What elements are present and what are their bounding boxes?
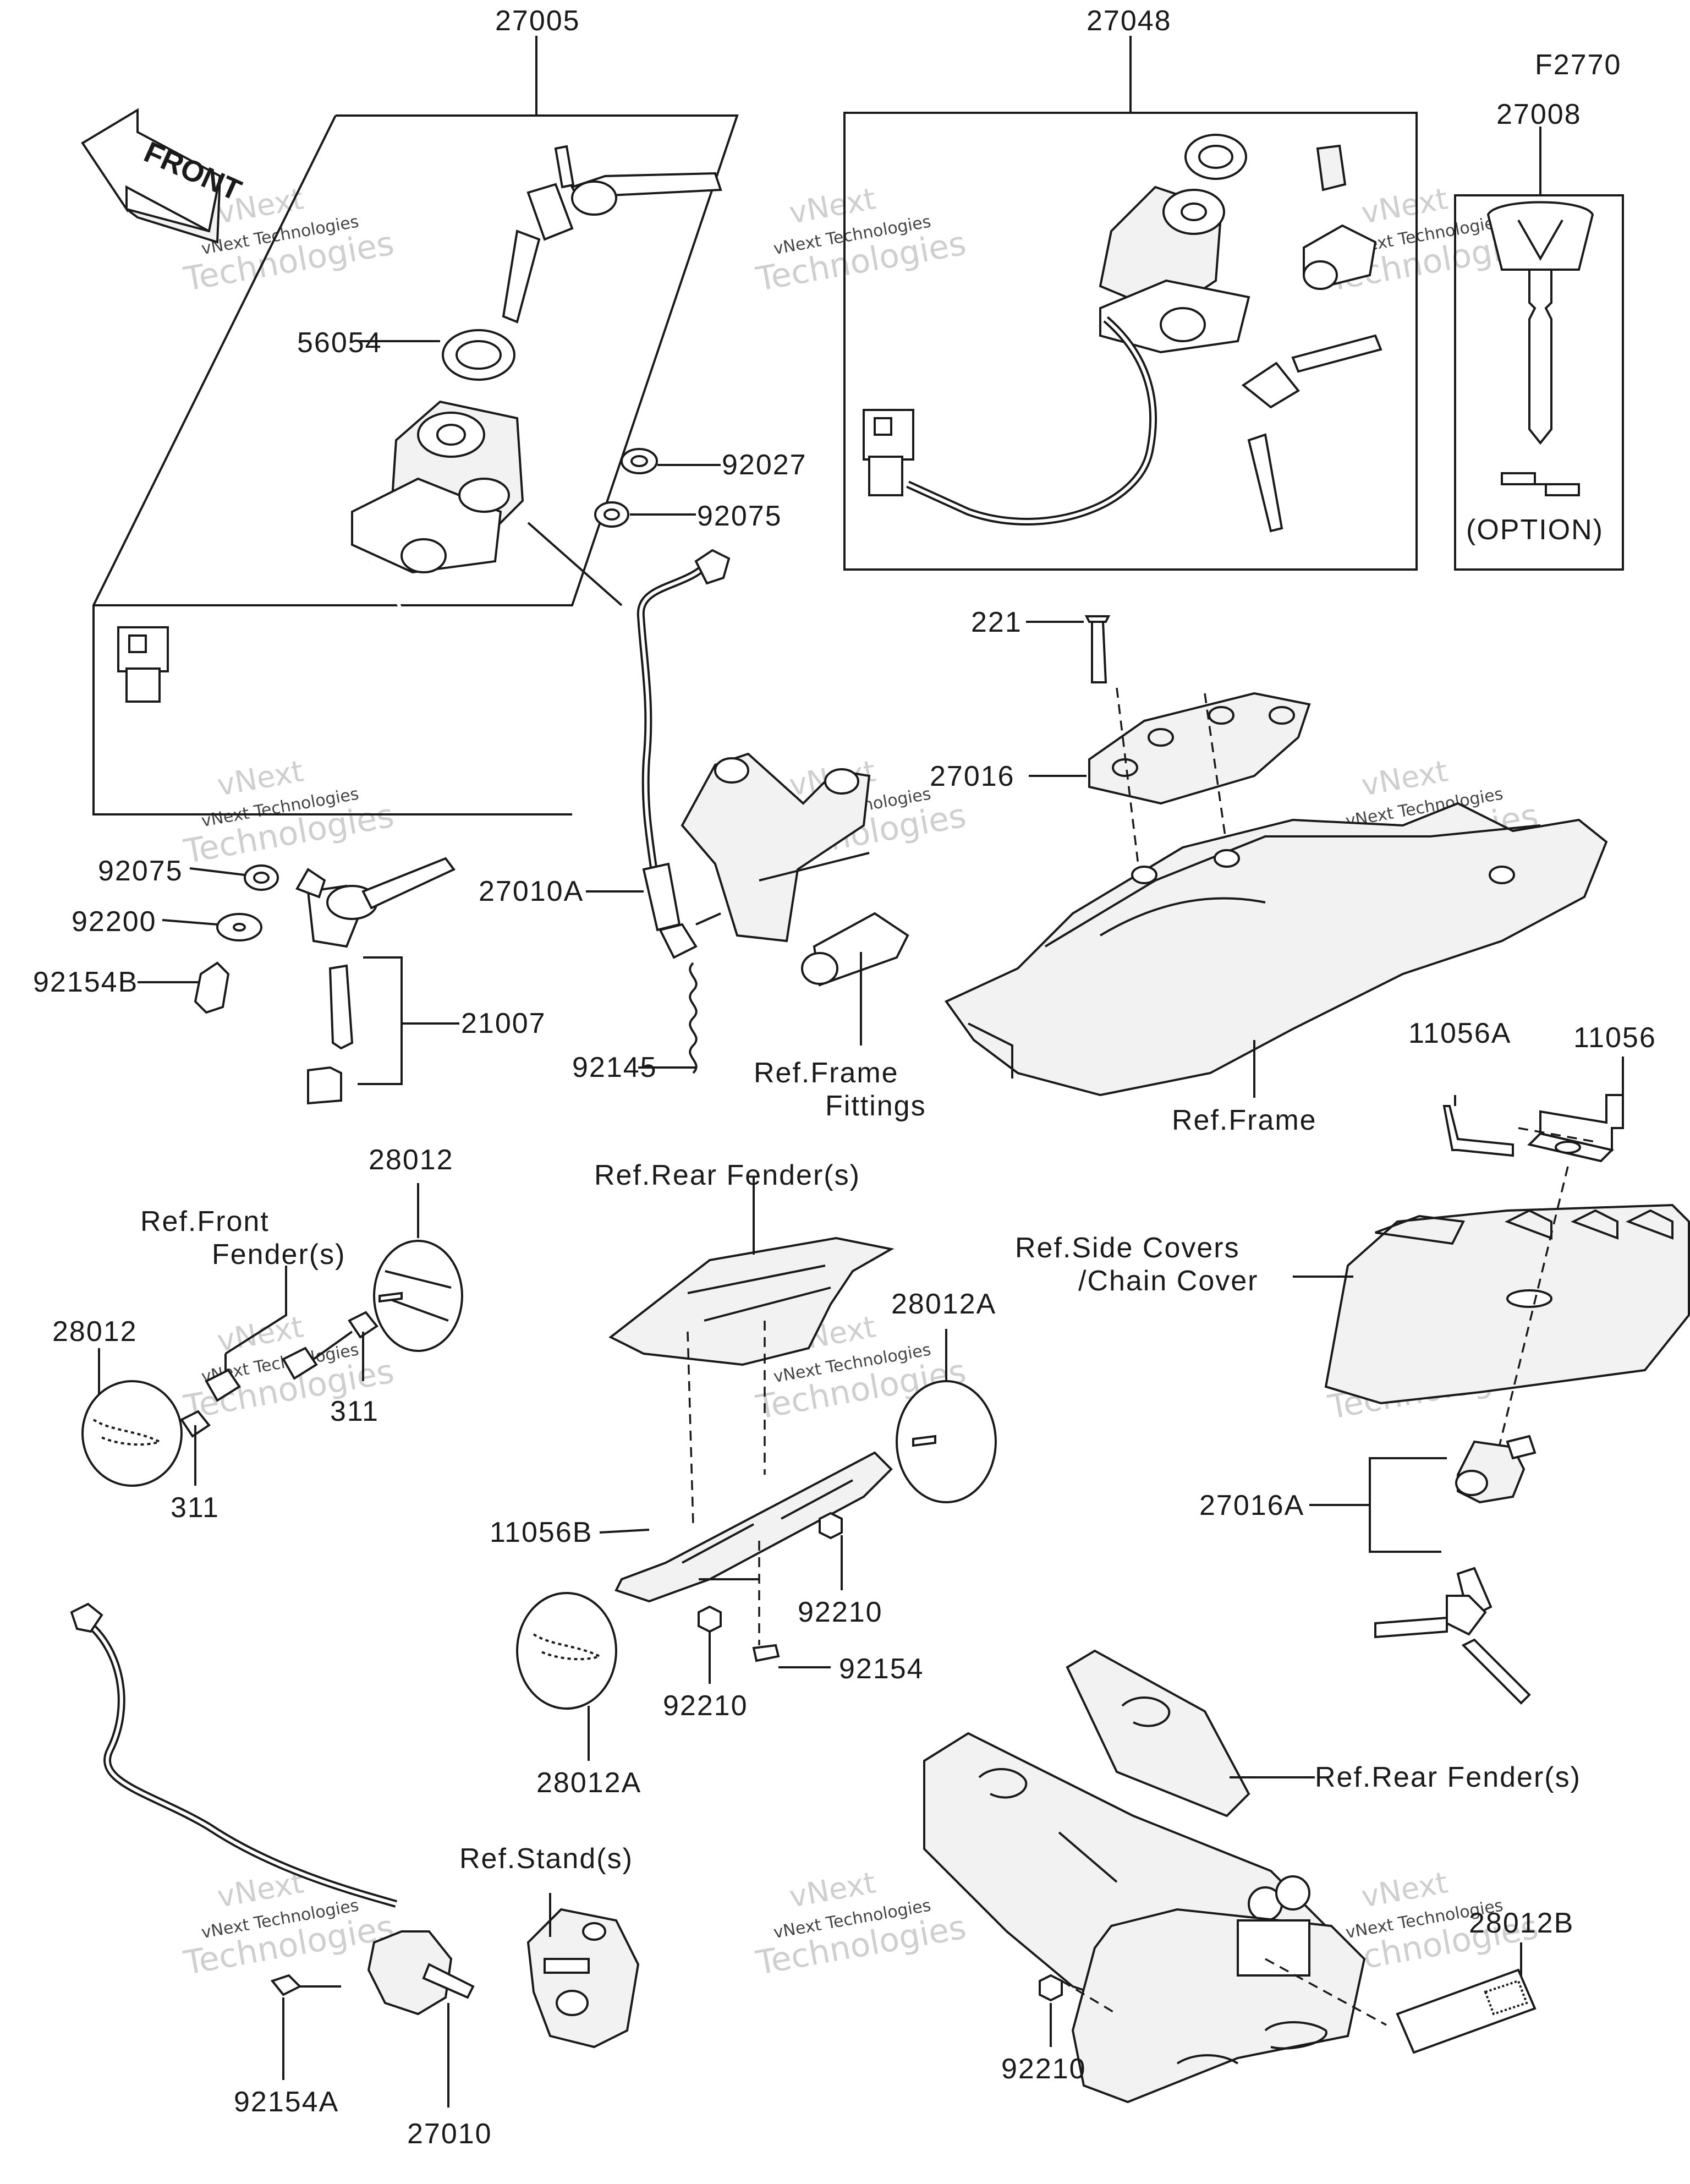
label-92154A: 92154A [234,2086,339,2118]
label-ref-stand: Ref.Stand(s) [459,1843,633,1875]
nut-92210-a [819,1512,843,1590]
washer-92075-top [594,501,696,528]
label-28012A-bottom: 28012A [536,1767,641,1799]
label-ref-side-covers-1: Ref.Side Covers [1015,1232,1240,1264]
lock-27016A [1309,1435,1537,1705]
rear-fender-bottom [923,1649,1387,2104]
label-28012-top: 28012 [369,1144,454,1176]
label-21007: 21007 [461,1008,546,1039]
label-56054: 56054 [297,327,382,359]
watermark: vNext vNext Technologies Technologies [181,1865,397,1983]
label-ref-frame-fittings-1: Ref.Frame [754,1057,899,1089]
label-92200: 92200 [72,906,157,938]
label-ref-rear-fender-top: Ref.Rear Fender(s) [594,1159,860,1191]
label-28012A-right: 28012A [891,1288,996,1320]
nut-92210-c [1039,1974,1117,2047]
label-28012-left: 28012 [52,1316,138,1348]
watermark: vNext vNext Technologies Technologies [181,753,397,871]
screw-92154 [752,1644,831,1668]
bracket-11056 [1518,1057,1624,1163]
label-ref-side-covers-2: /Chain Cover [1078,1265,1258,1297]
side-cover [1293,1166,1690,1459]
ignition-switch-27005 [92,36,739,815]
label-92075-left: 92075 [98,855,183,887]
label-92145: 92145 [572,1052,657,1083]
lock-set-27048 [843,36,1418,571]
sensor-27010A [586,549,731,1074]
washer-92075-left [189,864,279,891]
screw-92154A [270,1974,341,2080]
key-set-21007 [295,857,459,1105]
reflector-28012-left [81,1348,241,1487]
label-27016A: 27016A [1199,1490,1304,1521]
label-27048: 27048 [1087,5,1172,37]
label-92210-b: 92210 [663,1690,748,1722]
label-28012B: 28012B [1469,1907,1574,1939]
nut-92210-b [698,1605,722,1684]
label-27010A: 27010A [479,875,584,907]
frame-fittings-bracket [681,752,909,1046]
screw-92154B [138,961,230,1014]
label-ref-rear-fender-bottom: Ref.Rear Fender(s) [1315,1761,1581,1793]
label-27010: 27010 [407,2118,492,2150]
label-27005: 27005 [495,5,580,37]
label-92027: 92027 [722,449,807,481]
stand-bracket [526,1893,640,2049]
label-92154B: 92154B [33,966,138,998]
reflector-28012A-bottom [516,1592,617,1761]
washer-92027 [621,448,721,474]
license-bracket-11056B [599,1451,893,1645]
label-311-b: 311 [171,1492,220,1524]
washer-92200 [162,913,262,942]
label-92075-top: 92075 [697,500,782,532]
sensor-27010 [70,1602,475,2108]
label-92210-c: 92210 [1001,2053,1087,2085]
label-ref-front-fender-1: Ref.Front [140,1206,270,1238]
label-92154: 92154 [839,1653,924,1685]
label-ref-front-fender-2: Fender(s) [212,1239,345,1271]
label-ref-frame: Ref.Frame [1172,1104,1317,1136]
reflector-28012B [1396,1942,1537,2054]
rear-fender-top [608,1178,895,1525]
lock-base-27016 [1029,687,1311,870]
label-option: (OPTION) [1466,514,1604,546]
label-311-a: 311 [330,1395,379,1427]
label-27016: 27016 [930,760,1015,792]
label-92210-a: 92210 [798,1596,883,1628]
label-ref-frame-fittings-2: Fittings [825,1090,926,1122]
screw-221 [1026,615,1111,683]
label-221: 221 [971,606,1022,638]
watermark: vNext vNext Technologies Technologies [753,181,969,299]
bolt-311-top [282,1311,378,1381]
key-blank-27008 [1454,127,1624,571]
frame [944,802,1608,1098]
clamp-11056A [1442,1095,1514,1157]
watermark: vNext vNext Technologies Technologies [753,1865,969,1983]
label-11056B: 11056B [490,1517,592,1548]
label-11056: 11056 [1573,1022,1656,1054]
label-11056A: 11056A [1408,1017,1511,1049]
label-27008: 27008 [1496,98,1582,130]
reflector-28012A-right [896,1329,997,1503]
reflector-28012-top [373,1183,463,1352]
figure-code: F2770 [1535,49,1621,81]
